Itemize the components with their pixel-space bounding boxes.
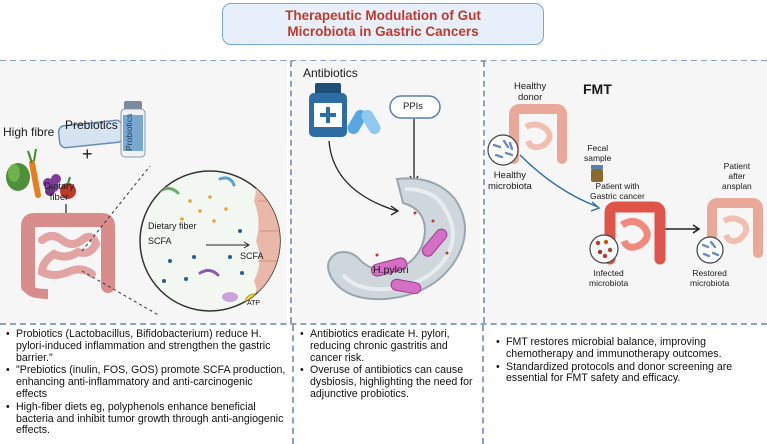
bullet-probiotics: Probiotics (Lactobacillus, Bifidobacteri… <box>6 328 286 364</box>
plus-sign: + <box>82 144 93 164</box>
restored-microbiota-icon <box>696 236 724 264</box>
bottom-divider-right <box>482 325 484 444</box>
panel-bottom-border <box>0 323 767 325</box>
donor-colon-icon <box>509 104 567 164</box>
zoom-lines <box>81 165 161 317</box>
bullet-prebiotics: "Prebiotics (inulin, FOS, GOS) promote S… <box>6 364 286 400</box>
probiotics-bottle-icon <box>120 101 146 158</box>
zoom-dietary-fiber-label: Dietary fiber <box>148 221 197 231</box>
fecal-sample-label: Fecal sample <box>584 143 612 163</box>
divider-left <box>290 61 292 323</box>
bottom-divider-left <box>292 325 294 444</box>
divider-right <box>483 61 485 323</box>
fmt-label: FMT <box>583 81 612 97</box>
bullet-antibiotics-eradicate: Antibiotics eradicate H. pylori, reducin… <box>300 328 476 364</box>
antibiotics-label: Antibiotics <box>303 66 358 80</box>
healthy-microbiota-label: Healthy microbiota <box>488 170 532 192</box>
atp-label: ATP <box>247 300 261 307</box>
bullets-antibiotics: Antibiotics eradicate H. pylori, reducin… <box>300 328 476 402</box>
infected-microbiota-icon <box>589 234 619 264</box>
zoom-scfa-label: SCFA <box>148 236 172 246</box>
bullet-fmt-protocols: Standardized protocols and donor screeni… <box>496 361 758 386</box>
title-box: Therapeutic Modulation of Gut Microbiota… <box>222 3 544 45</box>
zoom-scfa-2-label: SCFA <box>240 251 264 261</box>
bullets-diet-probiotics: Probiotics (Lactobacillus, Bifidobacteri… <box>6 328 286 438</box>
antibiotics-bottle-icon <box>309 83 347 137</box>
patient-after-transplant-label: Patient after ansplan <box>722 161 752 191</box>
panel-antibiotics: Antibiotics PPIs H.pylori <box>293 61 480 323</box>
bullet-fmt-restores: FMT restores microbial balance, improvin… <box>496 336 758 361</box>
healthy-donor-label: Healthy donor <box>514 81 547 103</box>
title-line-1: Therapeutic Modulation of Gut <box>285 8 481 23</box>
title-line-2: Microbiota in Gastric Cancers <box>287 24 479 39</box>
capsule-pills-icon <box>347 109 381 135</box>
transfer-arrow <box>519 154 701 234</box>
bullet-high-fiber: High-fiber diets eg, polyphenols enhance… <box>6 401 286 437</box>
ppis-box <box>389 95 441 119</box>
zoom-circle-gut-lumen <box>139 170 281 312</box>
restored-microbiota-label: Restored microbiota <box>690 268 730 288</box>
panel-diet-probiotics: High fibre diet Prebiotics + Probiotics … <box>0 61 287 323</box>
dietary-fiber-label: Dietary fiber <box>44 181 75 203</box>
intestine-icon <box>21 213 115 299</box>
restored-colon-icon <box>707 198 763 258</box>
ppis-label: PPIs <box>403 101 424 112</box>
infected-microbiota-label: Infected microbiota <box>589 268 629 288</box>
prebiotics-label: Prebiotics <box>65 118 118 132</box>
healthy-microbiota-icon <box>487 134 519 166</box>
patient-colon-icon <box>604 201 666 265</box>
panel-fmt: FMT Healthy donor Fecal sample Healthy m… <box>486 61 767 323</box>
h-pylori-label: H.pylori <box>373 264 409 276</box>
vegetables-icon <box>6 148 76 199</box>
fecal-sample-tube-icon <box>591 165 603 182</box>
bullets-fmt: FMT restores microbial balance, improvin… <box>496 336 758 386</box>
patient-gastric-cancer-label: Patient with Gastric cancer <box>590 181 645 201</box>
stomach-icon <box>327 177 466 301</box>
bullet-antibiotics-overuse: Overuse of antibiotics can cause dysbios… <box>300 364 476 400</box>
